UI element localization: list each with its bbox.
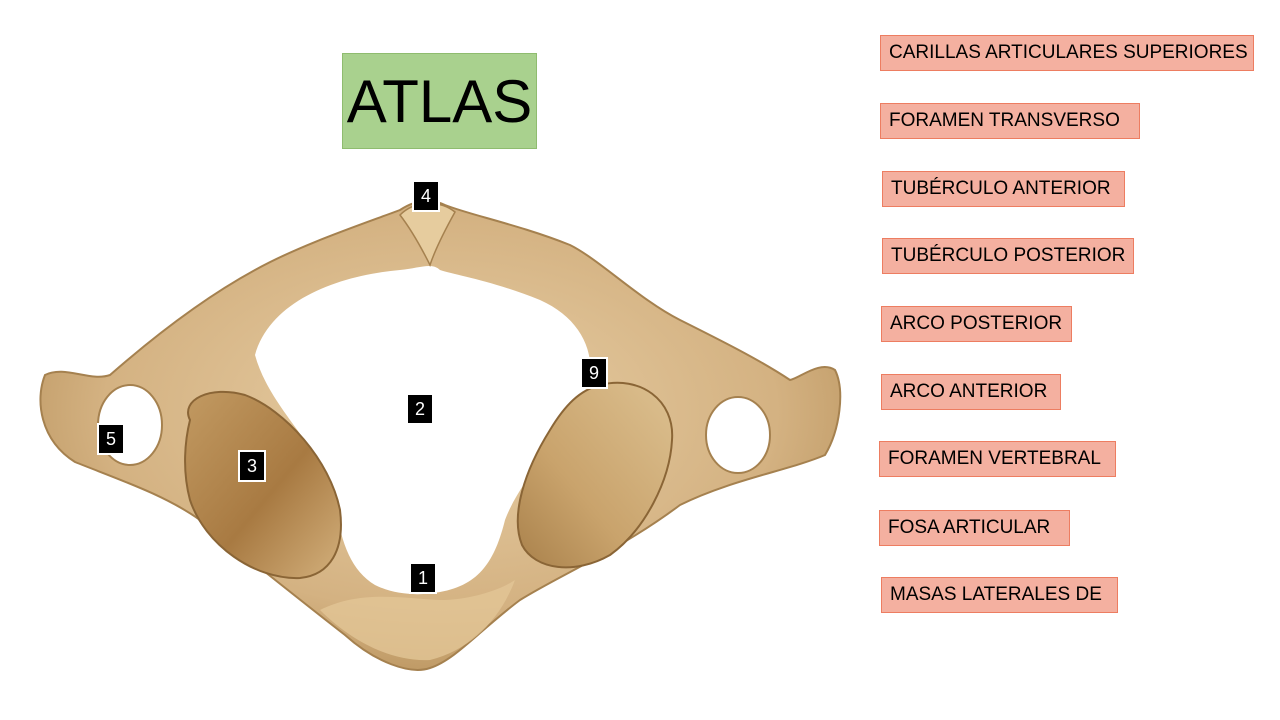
label-text: FORAMEN TRANSVERSO bbox=[889, 110, 1120, 131]
right-articular-facet bbox=[516, 381, 674, 569]
label-text: FOSA ARTICULAR bbox=[888, 517, 1051, 538]
posterior-arch bbox=[320, 580, 515, 661]
label-text: CARILLAS ARTICULARES SUPERIORES bbox=[889, 42, 1248, 63]
marker-2: 2 bbox=[406, 393, 434, 425]
label-arco-posterior[interactable]: ARCO POSTERIOR bbox=[881, 306, 1072, 342]
marker-5: 5 bbox=[97, 423, 125, 455]
label-fosa-articular[interactable]: FOSA ARTICULAR bbox=[879, 510, 1070, 546]
marker-9: 9 bbox=[580, 357, 608, 389]
right-transverse-foramen bbox=[705, 396, 771, 474]
page-title: ATLAS bbox=[346, 67, 533, 135]
label-tuberculo-anterior[interactable]: TUBÉRCULO ANTERIOR bbox=[882, 171, 1125, 207]
marker-number: 4 bbox=[420, 185, 431, 206]
label-masas-laterales-de[interactable]: MASAS LATERALES DE bbox=[881, 577, 1118, 613]
label-foramen-vertebral[interactable]: FORAMEN VERTEBRAL bbox=[879, 441, 1116, 477]
marker-number: 3 bbox=[246, 455, 257, 476]
marker-1: 1 bbox=[409, 562, 437, 594]
marker-number: 9 bbox=[588, 362, 599, 383]
label-text: FORAMEN VERTEBRAL bbox=[888, 448, 1101, 469]
label-text: ARCO POSTERIOR bbox=[890, 313, 1063, 334]
title-box: ATLAS bbox=[342, 53, 537, 149]
marker-4: 4 bbox=[412, 180, 440, 212]
marker-number: 1 bbox=[417, 567, 428, 588]
left-articular-facet bbox=[184, 390, 342, 580]
label-carillas-articulares-superiores[interactable]: CARILLAS ARTICULARES SUPERIORES bbox=[880, 35, 1254, 71]
marker-number: 5 bbox=[105, 428, 116, 449]
marker-3: 3 bbox=[238, 450, 266, 482]
label-text: ARCO ANTERIOR bbox=[890, 381, 1048, 402]
label-text: TUBÉRCULO ANTERIOR bbox=[891, 178, 1111, 199]
label-arco-anterior[interactable]: ARCO ANTERIOR bbox=[881, 374, 1061, 410]
label-foramen-transverso[interactable]: FORAMEN TRANSVERSO bbox=[880, 103, 1140, 139]
label-text: TUBÉRCULO POSTERIOR bbox=[891, 245, 1126, 266]
label-tuberculo-posterior[interactable]: TUBÉRCULO POSTERIOR bbox=[882, 238, 1134, 274]
atlas-vertebra-illustration bbox=[39, 199, 842, 671]
marker-number: 2 bbox=[414, 398, 425, 419]
label-text: MASAS LATERALES DE bbox=[890, 584, 1102, 605]
